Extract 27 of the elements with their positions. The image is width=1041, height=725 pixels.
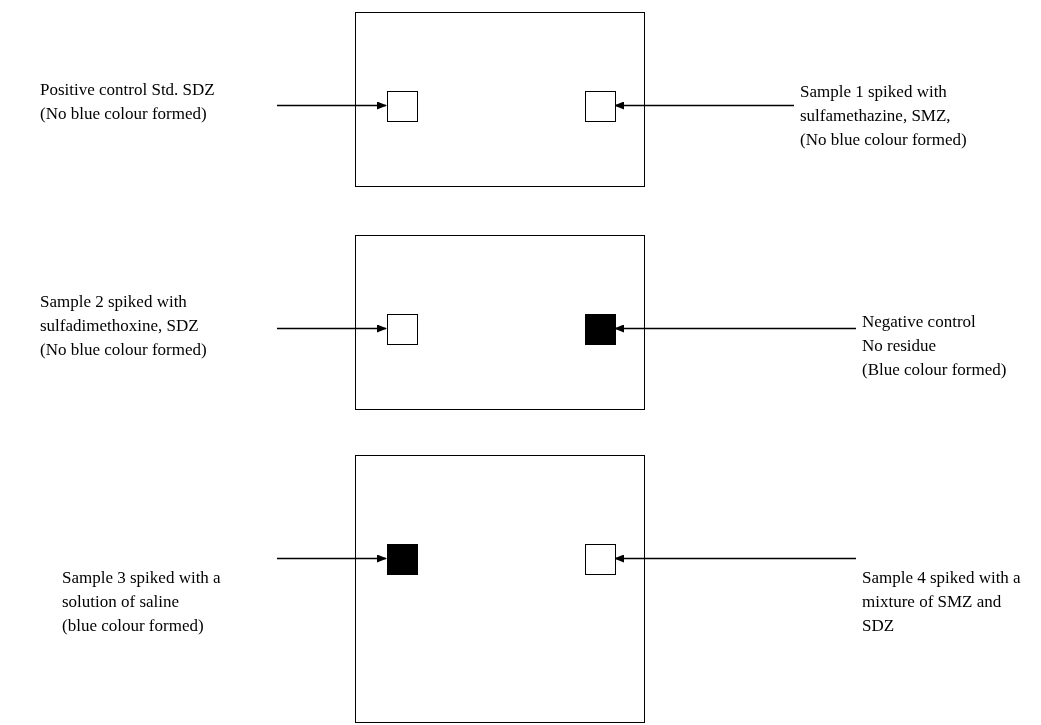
sample-label: Negative control	[862, 311, 977, 333]
sample-label: No residue	[862, 335, 938, 357]
sample-label: (blue colour formed)	[62, 615, 205, 637]
test-spot	[585, 314, 616, 345]
test-spot	[585, 91, 616, 122]
test-plate	[355, 235, 645, 410]
test-spot	[585, 544, 616, 575]
arrow	[614, 101, 795, 110]
test-plate	[355, 12, 645, 187]
sample-label: Positive control Std. SDZ	[40, 79, 216, 101]
test-plate	[355, 455, 645, 723]
sample-label: Sample 1 spiked with sulfamethazine, SMZ,	[800, 81, 952, 127]
sample-label: Sample 2 spiked with sulfadimethoxine, SDZ	[40, 291, 200, 337]
sample-label: (No blue colour formed)	[40, 103, 208, 125]
test-spot	[387, 314, 418, 345]
arrow	[276, 324, 387, 333]
sample-label: (No blue colour formed)	[40, 339, 208, 361]
sample-label: (Blue colour formed)	[862, 359, 1008, 381]
sample-label: (No blue colour formed)	[800, 129, 968, 151]
sample-label: Sample 3 spiked with a solution of saline	[62, 567, 222, 613]
arrow	[276, 554, 387, 563]
test-spot	[387, 91, 418, 122]
test-spot	[387, 544, 418, 575]
sample-label: Sample 4 spiked with a mixture of SMZ and SDZ	[862, 567, 1022, 637]
arrow	[276, 101, 387, 110]
arrow	[614, 324, 857, 333]
arrow	[614, 554, 857, 563]
